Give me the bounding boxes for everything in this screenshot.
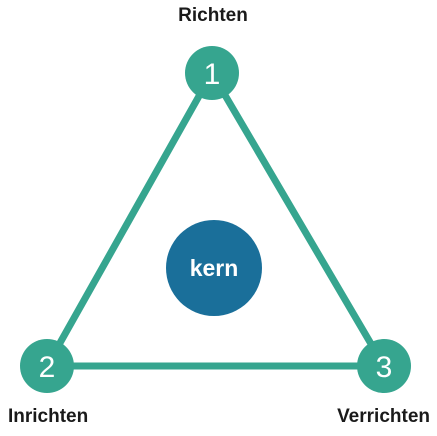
node-3-label: Verrichten [337, 406, 430, 427]
edge-1-3 [208, 69, 388, 370]
node-2-label: Inrichten [8, 406, 88, 427]
node-1: 1 [185, 46, 239, 100]
center-node-label: kern [190, 255, 239, 281]
node-3-circle [357, 339, 411, 393]
node-2: 2 [20, 339, 74, 393]
edge-1-2 [43, 69, 216, 370]
node-3: 3 [357, 339, 411, 393]
node-2-circle [20, 339, 74, 393]
node-3-number: 3 [376, 351, 393, 384]
center-node: kern [166, 220, 262, 316]
node-1-label: Richten [178, 5, 248, 26]
center-node-circle [166, 220, 262, 316]
node-1-circle [185, 46, 239, 100]
node-2-number: 2 [39, 351, 56, 384]
node-1-number: 1 [204, 58, 221, 91]
